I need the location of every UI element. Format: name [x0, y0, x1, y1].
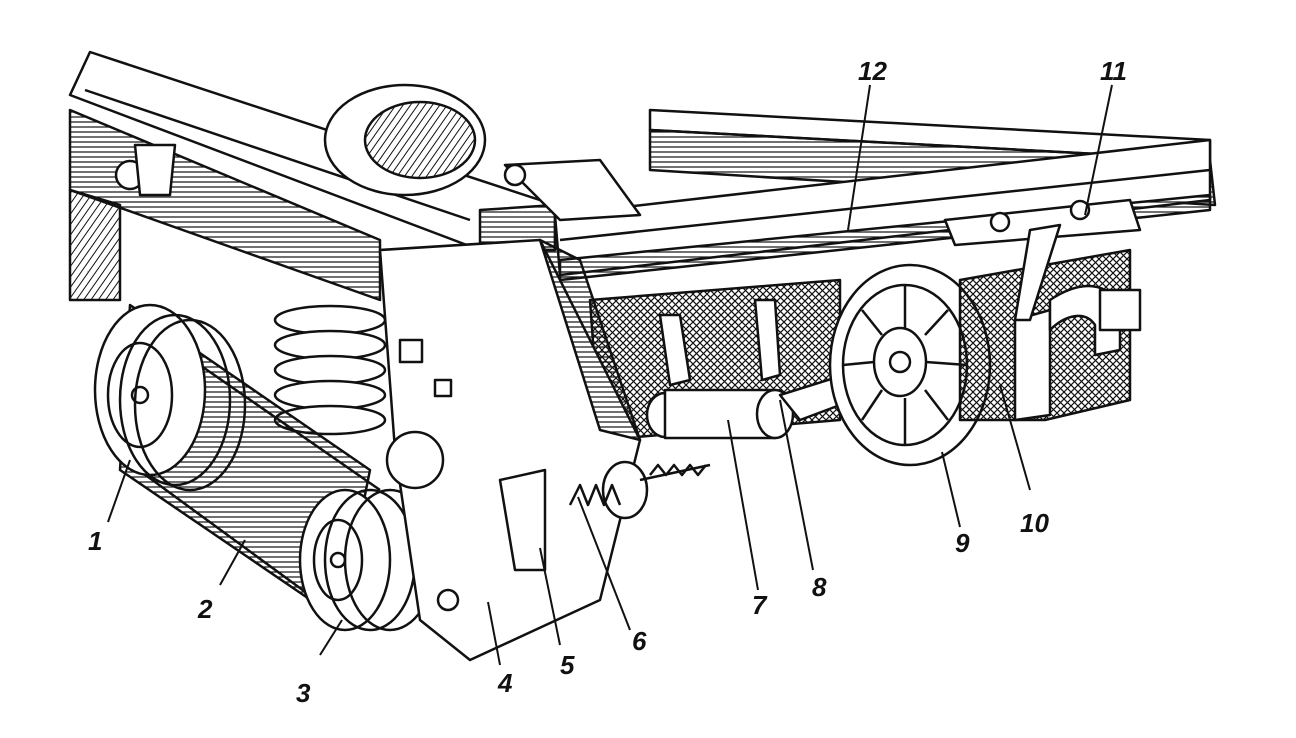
callout-12: 12	[858, 56, 887, 86]
main-frame-beam	[553, 108, 1217, 282]
callout-9: 9	[955, 528, 970, 558]
pulley-upper	[93, 303, 247, 492]
terminal-box	[943, 198, 1142, 422]
gearbox-housing	[378, 238, 642, 662]
callout-11: 11	[1100, 56, 1127, 86]
callout-2: 2	[198, 594, 213, 624]
callout-1: 1	[88, 526, 103, 556]
spring-shaft	[568, 460, 711, 520]
link-arm	[503, 158, 642, 222]
leader-lines	[107, 84, 1113, 666]
lamp-bracket	[114, 143, 177, 197]
callout-4: 4	[498, 668, 513, 698]
generator-disc	[828, 263, 992, 467]
callout-10: 10	[1020, 508, 1049, 538]
upper-disc	[323, 83, 487, 197]
callout-3: 3	[296, 678, 311, 708]
callout-5: 5	[560, 650, 575, 680]
callout-8: 8	[812, 572, 827, 602]
callout-7: 7	[752, 590, 767, 620]
coil-spring	[273, 304, 387, 436]
pulley-lower	[298, 488, 437, 632]
callout-6: 6	[632, 626, 647, 656]
